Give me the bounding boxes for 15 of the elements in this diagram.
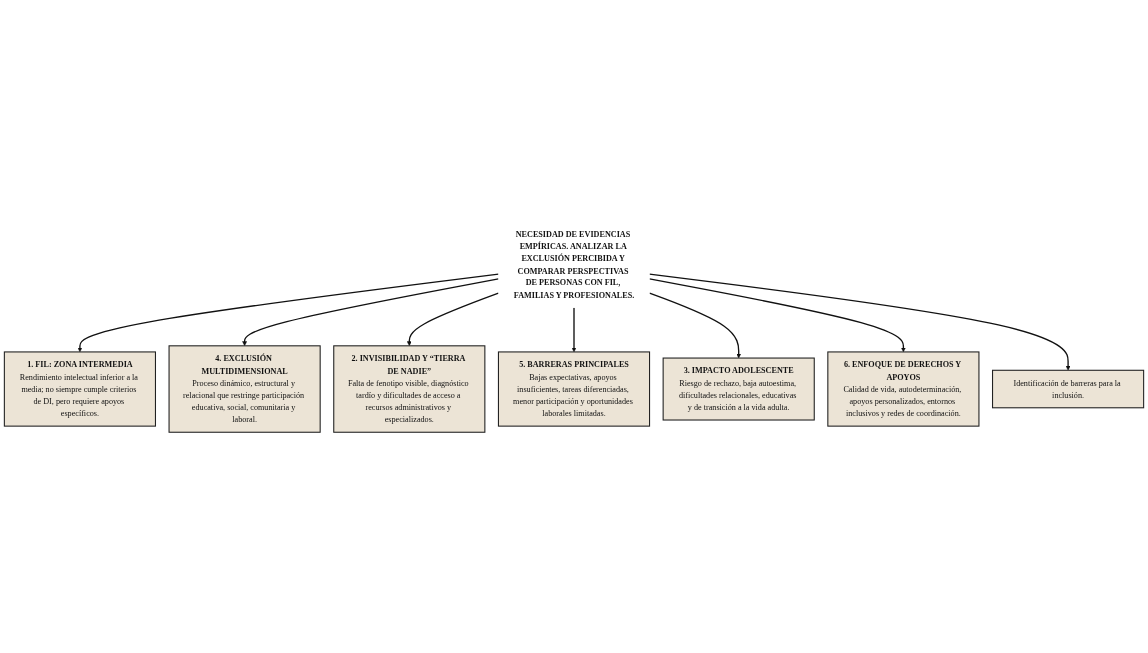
arrow [571, 306, 577, 352]
node-box: 4. EXCLUSIÓN MULTIDIMENSIONAL Proceso dinámico, estructural y relacional que restringe participación educativa, social, comunitaria y laboral. [168, 344, 321, 433]
arrow [77, 273, 500, 352]
node-box: 5. BARRERAS PRINCIPALES Bajas expectativas, apoyos insuficientes, tareas diferenciadas, menor participación y oportunidades laborales limitadas. [497, 351, 651, 427]
arrow [648, 277, 906, 352]
arrow [648, 273, 1071, 371]
arrow [648, 292, 742, 358]
node-box: 1. FIL: ZONA INTERMEDIA Rendimiento intelectual inferior a la media; no siempre cumple criterios de DI, pero requiere apoyos específicos. [3, 351, 156, 427]
node-text: NECESIDAD DE EVIDENCIAS EMPÍRICAS. ANALIZAR LA EXCLUSIÓN PERCIBIDA Y COMPARAR PERSPECTIVAS DE PERSONAS CON FIL, FAMILIAS Y PROFESIONALES. [513, 229, 635, 300]
node-box: 3. IMPACTO ADOLESCENTE Riesgo de rechazo, baja autoestima, dificultades relacionales, educativas y de transición a la vida adulta. [662, 357, 815, 421]
node-box: 6. ENFOQUE DE DERECHOS Y APOYOS Calidad de vida, autodeterminación, apoyos personalizados, entornos inclusivos y redes de coordinación. [827, 351, 980, 427]
arrow [406, 292, 500, 346]
node-box: Identificación de barreras para la inclusión. [992, 369, 1145, 409]
node-box: 2. INVISIBILIDAD Y “TIERRA DE NADIE” Falta de fenotipo visible, diagnóstico tardío y dificultades de acceso a recursos administrativos y especializados. [333, 344, 486, 433]
arrow [242, 277, 500, 346]
